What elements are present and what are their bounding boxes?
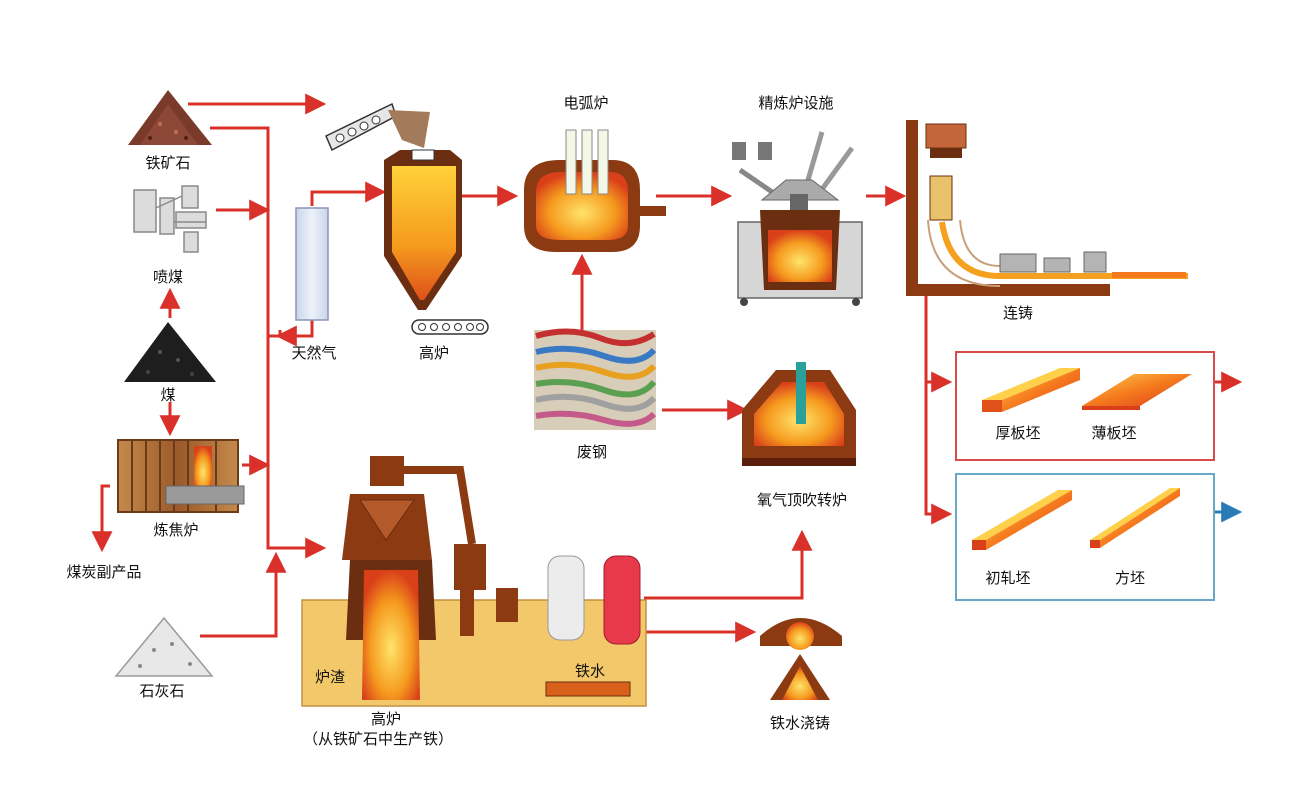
natural-gas-tank-icon (295, 207, 329, 321)
label-thick-slab: 厚板坯 (995, 424, 1040, 442)
label-blast-furnace-note: （从铁矿石中生产铁） (303, 730, 453, 748)
label-hot-metal: 铁水 (575, 662, 605, 680)
hot-metal-casting-icon (760, 618, 842, 700)
label-billet: 方坯 (1115, 569, 1145, 587)
arrow-bus-to-gas (268, 330, 282, 338)
label-blast-furnace-top: 高炉 (419, 344, 449, 362)
label-blast-furnace-main: 高炉 (371, 710, 401, 728)
blast-furnace-top-icon (384, 149, 462, 310)
coal-pile-icon (124, 322, 216, 382)
thick-slab-icon (982, 368, 1080, 412)
billet-icon (1090, 488, 1180, 548)
label-thin-slab: 薄板坯 (1091, 424, 1136, 442)
bus-vertical-line (210, 126, 327, 559)
bloom-icon (972, 490, 1072, 550)
bf-bottom-conveyor-icon (411, 319, 489, 335)
label-coal-byproducts: 煤炭副产品 (66, 563, 141, 581)
label-pulverized-coal: 喷煤 (153, 268, 183, 286)
bof-icon (742, 362, 856, 466)
arrow-limestone-to-bus (200, 551, 287, 638)
label-coke-oven: 炼焦炉 (153, 521, 198, 539)
thin-slab-icon (1082, 374, 1192, 410)
arrow-coke-to-byproducts (91, 484, 113, 553)
ore-conveyor-icon (325, 102, 430, 152)
blast-furnace-main-icon (342, 456, 518, 700)
scrap-steel-icon (534, 328, 657, 430)
label-limestone: 石灰石 (139, 682, 184, 700)
arrow-caster-down (924, 296, 953, 525)
label-continuous-casting: 连铸 (1003, 304, 1033, 322)
label-hot-metal-casting: 铁水浇铸 (770, 714, 830, 732)
arrow-gas-return (275, 320, 314, 347)
electric-arc-furnace-icon (524, 129, 666, 252)
hot-stove-red-icon (603, 555, 641, 645)
pulverized-coal-plant-icon (133, 185, 207, 253)
hot-stove-white-icon (547, 555, 585, 641)
label-coal: 煤 (160, 386, 175, 404)
label-refining: 精炼炉设施 (758, 94, 833, 112)
coke-oven-icon (117, 439, 245, 513)
refining-facility-icon (732, 131, 863, 306)
label-bof: 氧气顶吹转炉 (757, 491, 847, 509)
label-scrap-steel: 废钢 (577, 443, 607, 461)
flow-arrows (91, 93, 1243, 643)
arrow-bf-to-bof (644, 529, 813, 600)
label-bloom: 初轧坯 (985, 569, 1030, 587)
continuous-caster-icon (906, 120, 1188, 296)
hot-metal-ladle-icon (545, 681, 631, 697)
label-slag: 炉渣 (315, 668, 345, 686)
label-iron-ore: 铁矿石 (145, 154, 190, 172)
arrow-gas-to-bf (310, 181, 387, 206)
label-eaf: 电弧炉 (563, 94, 608, 112)
limestone-pile-icon (114, 616, 214, 677)
iron-ore-pile-icon (128, 90, 212, 145)
label-natural-gas: 天然气 (291, 344, 336, 362)
